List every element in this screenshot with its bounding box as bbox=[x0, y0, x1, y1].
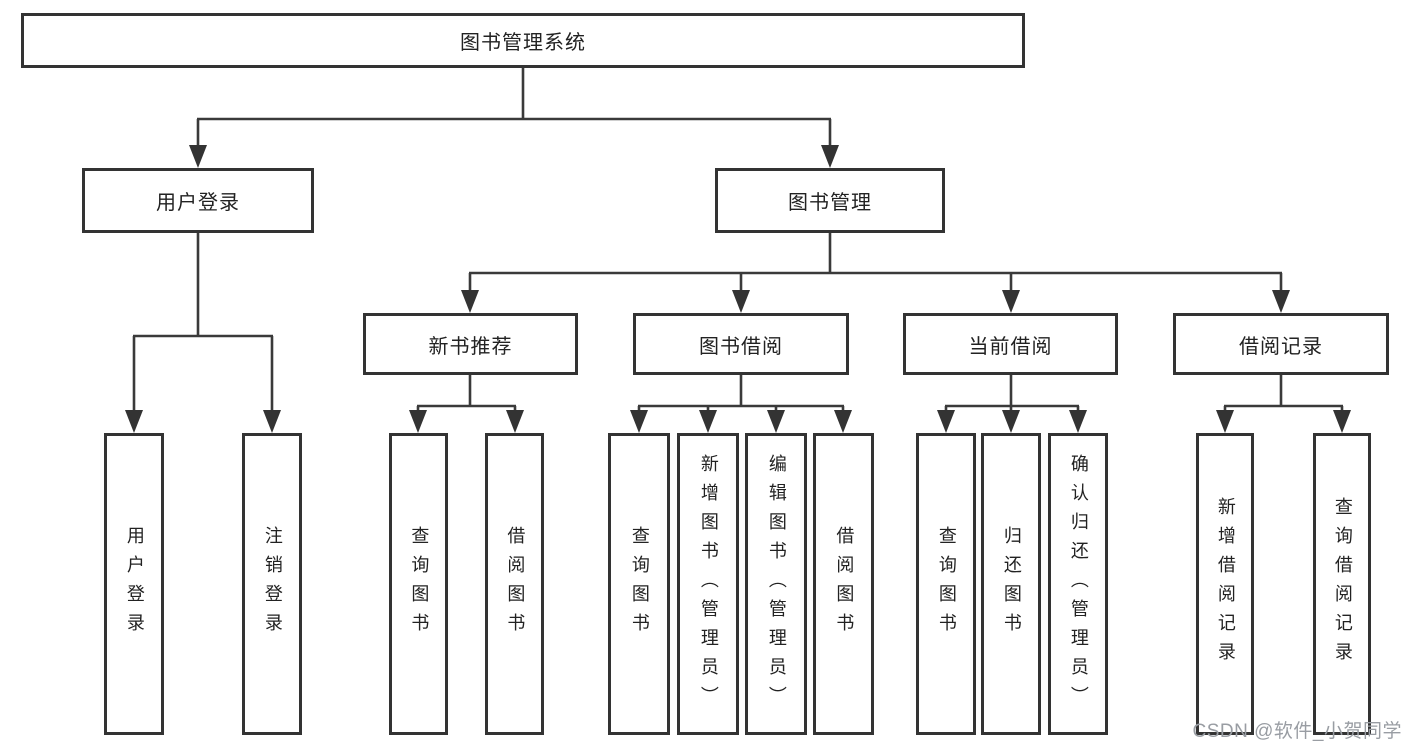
connector-current-borrowing-children bbox=[937, 375, 1087, 433]
node-book-borrowing: 图书借阅 bbox=[633, 313, 849, 375]
connector-book-borrowing-children bbox=[630, 375, 852, 433]
leaf-br-query-record: 查询借阅记录 bbox=[1313, 433, 1371, 735]
leaf-nbr-borrow-books: 借阅图书 bbox=[485, 433, 544, 735]
leaf-user-login: 用户登录 bbox=[104, 433, 164, 735]
connector-root-to-level2 bbox=[189, 68, 839, 168]
node-user-login: 用户登录 bbox=[82, 168, 314, 233]
node-root-system: 图书管理系统 bbox=[21, 13, 1025, 68]
connector-book-management-sections bbox=[461, 233, 1290, 313]
connector-user-login-children bbox=[125, 233, 281, 433]
node-current-borrowing: 当前借阅 bbox=[903, 313, 1118, 375]
leaf-bb-borrow-books: 借阅图书 bbox=[813, 433, 874, 735]
leaf-bb-add-book-admin-label: 新增图书（管理员） bbox=[698, 453, 719, 715]
leaf-cb-query-books-label: 查询图书 bbox=[936, 526, 957, 642]
leaf-cb-confirm-return-admin: 确认归还（管理员） bbox=[1048, 433, 1108, 735]
leaf-bb-query-books: 查询图书 bbox=[608, 433, 670, 735]
leaf-br-add-record-label: 新增借阅记录 bbox=[1215, 497, 1236, 671]
leaf-user-login-label: 用户登录 bbox=[124, 526, 145, 642]
leaf-nbr-query-books-label: 查询图书 bbox=[409, 526, 430, 642]
connector-borrowing-records-children bbox=[1216, 375, 1351, 433]
leaf-bb-borrow-books-label: 借阅图书 bbox=[834, 526, 855, 642]
leaf-cb-return-books-label: 归还图书 bbox=[1001, 526, 1022, 642]
leaf-cb-return-books: 归还图书 bbox=[981, 433, 1041, 735]
node-new-book-recommend: 新书推荐 bbox=[363, 313, 578, 375]
leaf-bb-edit-book-admin-label: 编辑图书（管理员） bbox=[766, 453, 787, 715]
leaf-cb-confirm-return-admin-label: 确认归还（管理员） bbox=[1068, 453, 1089, 715]
leaf-nbr-borrow-books-label: 借阅图书 bbox=[505, 526, 526, 642]
connector-new-book-recommend-children bbox=[409, 375, 524, 433]
leaf-br-query-record-label: 查询借阅记录 bbox=[1332, 497, 1353, 671]
node-book-management: 图书管理 bbox=[715, 168, 945, 233]
leaf-nbr-query-books: 查询图书 bbox=[389, 433, 448, 735]
leaf-logout-label: 注销登录 bbox=[262, 526, 283, 642]
leaf-cb-query-books: 查询图书 bbox=[916, 433, 976, 735]
leaf-bb-query-books-label: 查询图书 bbox=[629, 526, 650, 642]
leaf-br-add-record: 新增借阅记录 bbox=[1196, 433, 1254, 735]
node-borrowing-records: 借阅记录 bbox=[1173, 313, 1389, 375]
leaf-logout: 注销登录 bbox=[242, 433, 302, 735]
leaf-bb-edit-book-admin: 编辑图书（管理员） bbox=[745, 433, 807, 735]
leaf-bb-add-book-admin: 新增图书（管理员） bbox=[677, 433, 739, 735]
